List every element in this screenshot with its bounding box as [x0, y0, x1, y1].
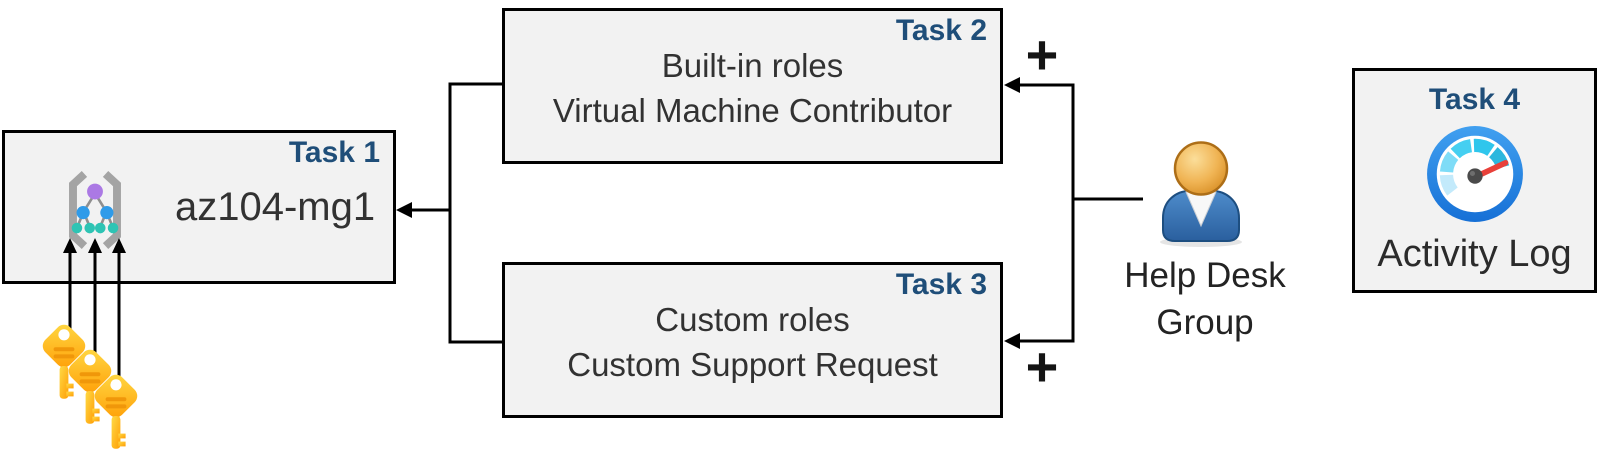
key-icon-1 [39, 321, 89, 399]
task4-box: Task 4 Activity Log [1352, 68, 1597, 293]
help-desk-group-line1: Help Desk [1124, 256, 1286, 295]
task4-label: Activity Log [1377, 233, 1572, 275]
help-desk-group-label: Help Desk Group [1105, 252, 1305, 346]
key-icon-2 [65, 346, 115, 424]
help-desk-group-line2: Group [1156, 303, 1254, 342]
task2-line2: Virtual Machine Contributor [552, 92, 953, 129]
task3-text: Custom roles Custom Support Request [505, 297, 1000, 387]
user-group-icon [1160, 141, 1242, 247]
task2-text: Built-in roles Virtual Machine Contribut… [505, 43, 1000, 133]
task1-label: az104-mg1 [175, 184, 376, 229]
task1-badge: Task 1 [288, 136, 380, 169]
arrowhead-into-task2 [1004, 77, 1020, 93]
arrowhead-into-task1 [396, 202, 412, 218]
task1-box: Task 1 az104-mg1 [2, 130, 396, 284]
task2-badge: Task 2 [895, 14, 987, 47]
task1-content: az104-mg1 [5, 133, 393, 281]
task3-box: Task 3 Custom roles Custom Support Reque… [502, 262, 1003, 418]
plus-assign-custom-role: + [1025, 334, 1059, 398]
task2-box: Task 2 Built-in roles Virtual Machine Co… [502, 8, 1003, 164]
plus-assign-builtin-role: + [1025, 22, 1059, 86]
task3-line1: Custom roles [655, 301, 850, 338]
key-icon-3 [91, 371, 141, 449]
task4-badge: Task 4 [1428, 83, 1521, 116]
task3-line2: Custom Support Request [567, 346, 938, 383]
activity-log-gauge-icon [1426, 126, 1523, 222]
key-icon-group [39, 321, 141, 449]
task2-line1: Built-in roles [661, 47, 844, 84]
management-group-icon [69, 171, 121, 249]
task3-badge: Task 3 [895, 268, 987, 301]
left-fork-connector [411, 82, 502, 344]
arrowhead-into-task3 [1004, 333, 1020, 349]
